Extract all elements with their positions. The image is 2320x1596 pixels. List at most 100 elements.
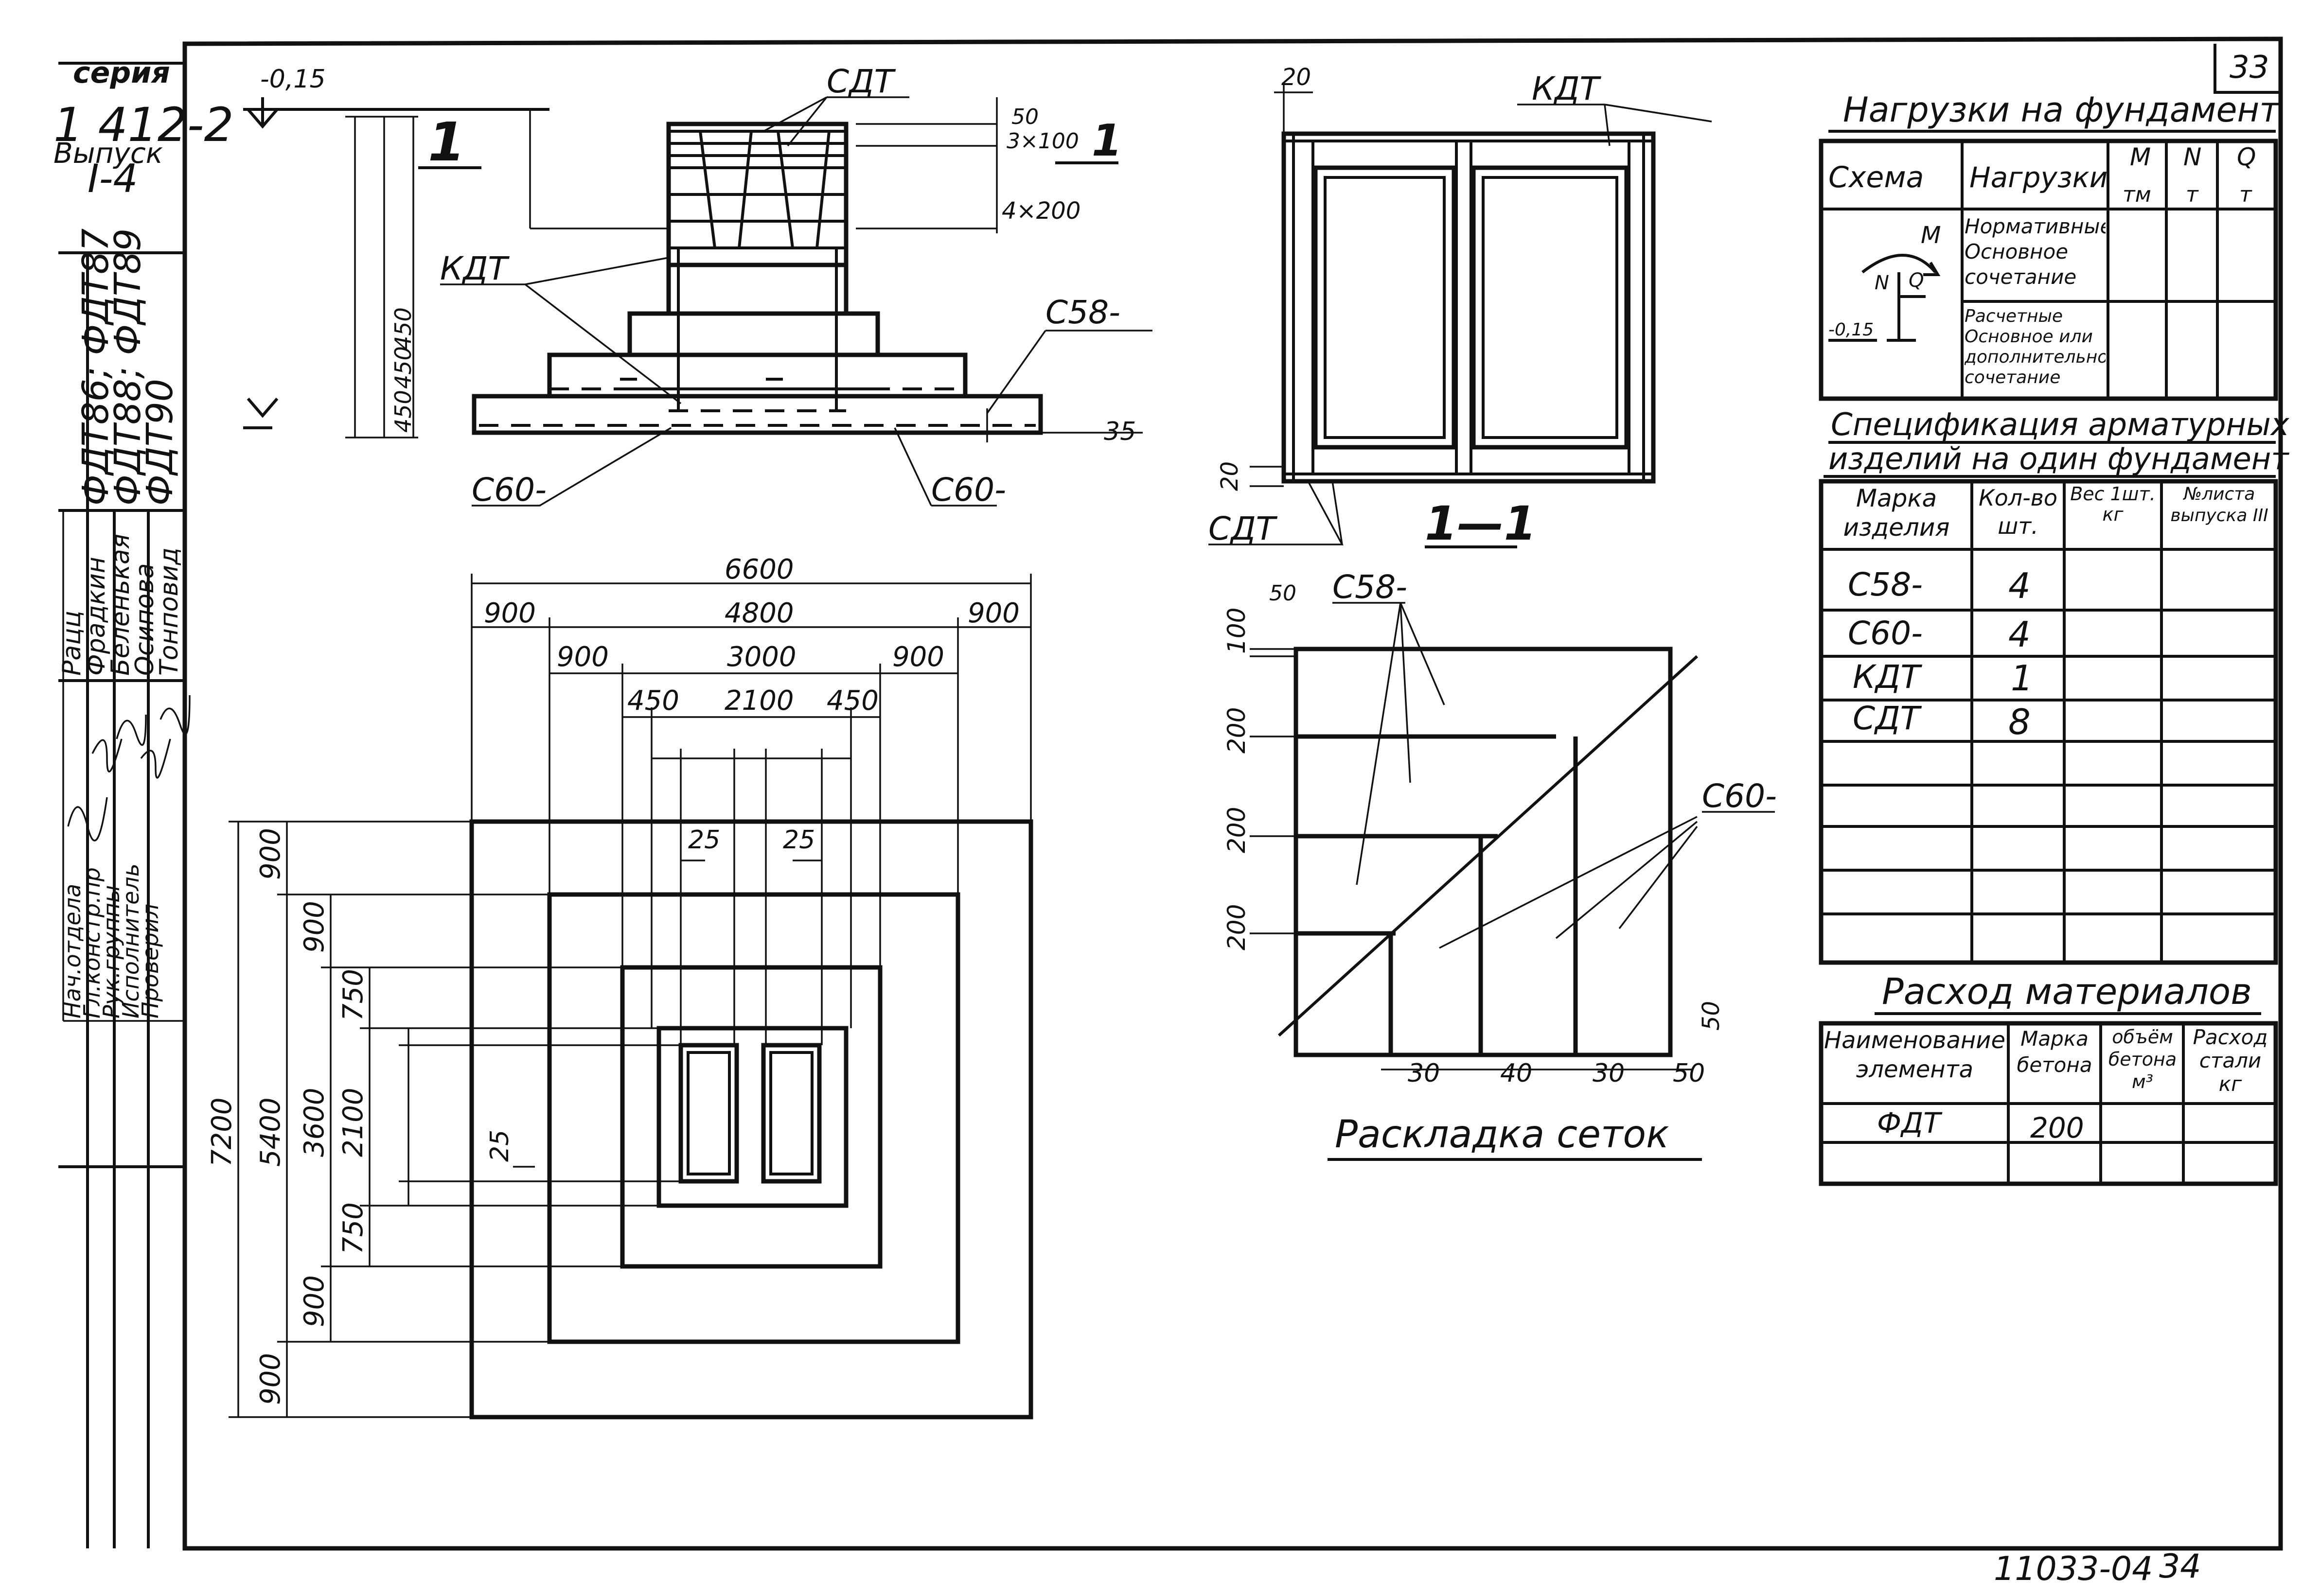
spec-h-qty: Кол-во шт. <box>1978 485 2058 539</box>
name-3: Осипова <box>130 563 159 676</box>
bottom-code: 11033-04 <box>1994 1550 2153 1588</box>
series-label: серия <box>73 56 170 90</box>
mat-h-volume: объём бетона м³ <box>2108 1026 2177 1092</box>
sheet-number: 33 <box>2230 50 2269 86</box>
scheme-m: М <box>1921 222 1941 249</box>
top-dim-450-b: 450 <box>827 685 879 717</box>
mesh-dim-right-50: 50 <box>1698 1001 1725 1031</box>
scheme-n: N <box>1875 272 1889 294</box>
series-value: 1 412-2 <box>53 98 234 152</box>
loads-row-normative-box: Нормативные Основное сочетание <box>1965 214 2106 289</box>
top-dim-900-d: 900 <box>892 641 944 673</box>
mesh-dim-bottom-40: 40 <box>1500 1059 1532 1088</box>
left-stamp: серия 1 412-2 Выпуск I-4 ФДТ86; ФДТ87 ФД… <box>53 56 234 1548</box>
loads-h-loads: Нагрузки <box>1969 161 2107 194</box>
sdt-label: СДТ <box>827 63 896 100</box>
mesh-dim-left-50: 50 <box>1269 581 1296 606</box>
left-dim-750-a: 750 <box>337 969 369 1021</box>
dim-20-top: 20 <box>1281 64 1311 91</box>
spec-row-2-qty: 1 <box>2011 658 2033 699</box>
plan-view: 6600 900 4800 900 900 3000 900 450 2100 … <box>206 554 1033 1420</box>
left-dim-900-d: 900 <box>255 1353 286 1405</box>
spec-row-1-mark: С60- <box>1848 614 1923 652</box>
loads-title: Нагрузки на фундамент <box>1843 90 2280 130</box>
role-0: Нач.отдела <box>59 884 86 1018</box>
spec-title-2: изделий на один фундамент <box>1828 441 2289 476</box>
spec-row-0-qty: 4 <box>2008 565 2031 606</box>
role-1: Гл.констр.пр <box>79 867 105 1018</box>
spec-h-mark: Марка изделия <box>1843 484 1950 542</box>
section-view: -0,15 1 1 50 3×100 4×200 450 450 450 35 … <box>243 63 1152 509</box>
loads-row-normative: Нормативные Основное сочетание <box>1965 214 2106 289</box>
loads-unit-m: тм <box>2123 182 2151 207</box>
mat-row-0-name: ФДТ <box>1877 1106 1943 1140</box>
mat-h-name-box: Наименование элемента <box>1824 1027 2005 1083</box>
mesh-dim-bottom-30-b: 30 <box>1593 1059 1625 1088</box>
c60-left-label: С60- <box>472 471 547 509</box>
dim-50: 50 <box>1011 105 1039 129</box>
left-dim-7200: 7200 <box>206 1097 238 1167</box>
top-dim-900-b: 900 <box>968 597 1020 629</box>
mesh-dim-left-200-b: 200 <box>1222 807 1251 853</box>
marks-line-3: ФДТ90 <box>139 379 181 506</box>
spec-row-2-mark: КДТ <box>1853 658 1922 696</box>
loads-row-design-box: Расчетные Основное или дополнительное со… <box>1965 306 2106 387</box>
left-dim-25: 25 <box>485 1130 514 1162</box>
marks-line-2: ФДТ88; ФДТ89 <box>107 228 149 506</box>
spec-h-qty-box: Кол-во шт. <box>1978 485 2058 539</box>
section-1-1: КДТ СДТ 1—1 20 20 <box>1208 64 1712 551</box>
materials-table: Расход материалов Наименование элемента … <box>1819 971 2278 1186</box>
name-2: Беленькая <box>106 534 135 676</box>
left-dim-750-b: 750 <box>337 1202 369 1254</box>
section-title: 1 <box>428 111 465 173</box>
top-dim-3000: 3000 <box>727 641 797 673</box>
left-dim-2100: 2100 <box>337 1087 369 1157</box>
name-1: Фрадкин <box>82 557 111 676</box>
spec-title-1: Спецификация арматурных <box>1831 407 2290 443</box>
top-dim-900-c: 900 <box>557 641 609 673</box>
left-dim-3600: 3600 <box>299 1087 330 1157</box>
loads-unit-q: т <box>2239 182 2252 207</box>
left-dim-900-c: 900 <box>299 1275 330 1327</box>
mesh-dim-left-100: 100 <box>1222 608 1251 654</box>
top-dim-900-a: 900 <box>484 597 536 629</box>
mesh-dim-bottom-50: 50 <box>1673 1059 1705 1088</box>
c58-label: С58- <box>1045 294 1120 331</box>
sdt-1-1-label: СДТ <box>1208 510 1278 547</box>
loads-table: Нагрузки на фундамент Схема Нагрузки М N… <box>1819 90 2280 401</box>
cut-mark: 1 <box>1092 115 1122 166</box>
mesh-layout: С58- С60- 50 100 200 200 200 30 40 30 50… <box>1222 568 1777 1161</box>
c60-right-label: С60- <box>931 471 1006 509</box>
dim-450-a: 450 <box>390 390 416 433</box>
sheet-frame: 33 <box>182 36 2283 1551</box>
bottom-page: 34 <box>2159 1547 2201 1586</box>
kdt-label: КДТ <box>440 250 510 287</box>
mesh-layout-title: Раскладка сеток <box>1335 1113 1669 1157</box>
spec-h-weight-box: Вес 1шт. кг <box>2070 484 2156 525</box>
loads-row-design: Расчетные Основное или дополнительное со… <box>1965 306 2106 387</box>
loads-h-m: М <box>2130 143 2151 171</box>
mesh-c58-label: С58- <box>1332 568 1407 606</box>
loads-unit-n: т <box>2186 182 2199 207</box>
marks-line-1: ФДТ86; ФДТ87 <box>75 228 117 506</box>
top-dim-6600: 6600 <box>725 554 794 585</box>
dim-450-c: 450 <box>390 307 416 350</box>
mat-h-volume-box: объём бетона м³ <box>2108 1026 2177 1092</box>
spec-h-weight: Вес 1шт. кг <box>2070 484 2156 525</box>
section-1-1-title: 1—1 <box>1425 496 1537 551</box>
top-dim-2100: 2100 <box>725 685 794 717</box>
left-dim-900-a: 900 <box>255 828 286 880</box>
mat-h-grade: Марка бетона <box>2017 1027 2092 1077</box>
kdt-1-1-label: КДТ <box>1532 70 1601 107</box>
dim-450-b: 450 <box>390 346 416 389</box>
scheme-level: -0,15 <box>1828 320 1874 340</box>
dim-3x100: 3×100 <box>1007 129 1079 154</box>
mesh-dim-left-200-a: 200 <box>1222 707 1251 754</box>
spec-row-1-qty: 4 <box>2008 614 2031 655</box>
mat-row-0-grade: 200 <box>2030 1111 2084 1144</box>
top-dim-4800: 4800 <box>725 597 794 629</box>
issue-value: I-4 <box>88 156 138 201</box>
role-2: Рук.группы <box>98 885 124 1018</box>
mesh-dim-left-200-c: 200 <box>1222 904 1251 950</box>
